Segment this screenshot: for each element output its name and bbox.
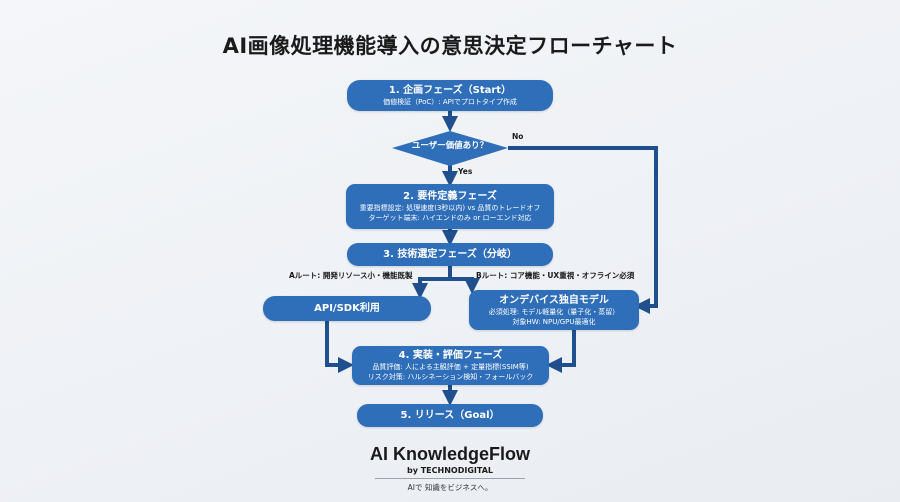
api-sdk-node: API/SDK利用	[263, 296, 431, 321]
edge-decision-no	[508, 146, 658, 314]
yes-label: Yes	[458, 167, 473, 176]
edge-route-b	[450, 277, 480, 294]
implementation-quality: 品質評価: 人による主観評価 + 定量指標(SSIM等)	[372, 363, 529, 371]
route-b-label: Bルート: コア機能・UX重視・オフライン必須	[476, 271, 635, 280]
on-device-node: オンデバイス独自モデル 必須処理: モデル軽量化（量子化・蒸留） 対象HW: N…	[469, 290, 639, 330]
requirements-phase-title: 2. 要件定義フェーズ	[403, 191, 497, 202]
implementation-risk: リスク対策: ハルシネーション検知・フォールバック	[367, 373, 534, 381]
decision-label: ユーザー価値あり？	[411, 141, 489, 151]
no-label: No	[512, 132, 524, 141]
on-device-title: オンデバイス独自モデル	[499, 294, 609, 306]
on-device-hardware: 対象HW: NPU/GPU最適化	[512, 317, 596, 326]
route-a-label: Aルート: 開発リソース小・機能既製	[289, 271, 413, 280]
requirements-metric: 重要指標設定: 処理速度(3秒以内) vs 品質のトレードオフ	[359, 204, 541, 212]
release-phase-node: 5. リリース（Goal）	[357, 404, 543, 427]
footer-byline: by TECHNODIGITAL	[407, 466, 493, 475]
tech-selection-node: 3. 技術選定フェーズ（分岐）	[347, 243, 553, 266]
footer-tagline: AIで 知識をビジネスへ。	[407, 483, 493, 492]
decision-diamond	[392, 131, 508, 166]
edge-route-a	[412, 266, 452, 299]
planning-phase-node: 1. 企画フェーズ（Start） 価値検証（PoC）: APIでプロトタイプ作成	[347, 80, 553, 111]
requirements-target: ターゲット端末: ハイエンドのみ or ローエンド対応	[368, 214, 532, 222]
footer-brand-logo: AI KnowledgeFlow	[370, 444, 530, 464]
footer-divider	[375, 478, 525, 479]
planning-phase-title: 1. 企画フェーズ（Start）	[388, 85, 512, 96]
page-title: AI画像処理機能導入の意思決定フローチャート	[222, 34, 678, 58]
on-device-processing: 必須処理: モデル軽量化（量子化・蒸留）	[488, 307, 620, 316]
edge-ondevice-to-implementation	[546, 330, 576, 373]
release-phase-title: 5. リリース（Goal）	[400, 410, 500, 421]
tech-selection-title: 3. 技術選定フェーズ（分岐）	[383, 249, 517, 260]
implementation-phase-node: 4. 実装・評価フェーズ 品質評価: 人による主観評価 + 定量指標(SSIM等…	[352, 346, 549, 385]
planning-phase-detail: 価値検証（PoC）: APIでプロトタイプ作成	[383, 98, 517, 106]
api-sdk-title: API/SDK利用	[314, 303, 380, 314]
implementation-phase-title: 4. 実装・評価フェーズ	[398, 350, 503, 361]
edge-api-to-implementation	[325, 321, 354, 373]
requirements-phase-node: 2. 要件定義フェーズ 重要指標設定: 処理速度(3秒以内) vs 品質のトレー…	[346, 184, 554, 229]
